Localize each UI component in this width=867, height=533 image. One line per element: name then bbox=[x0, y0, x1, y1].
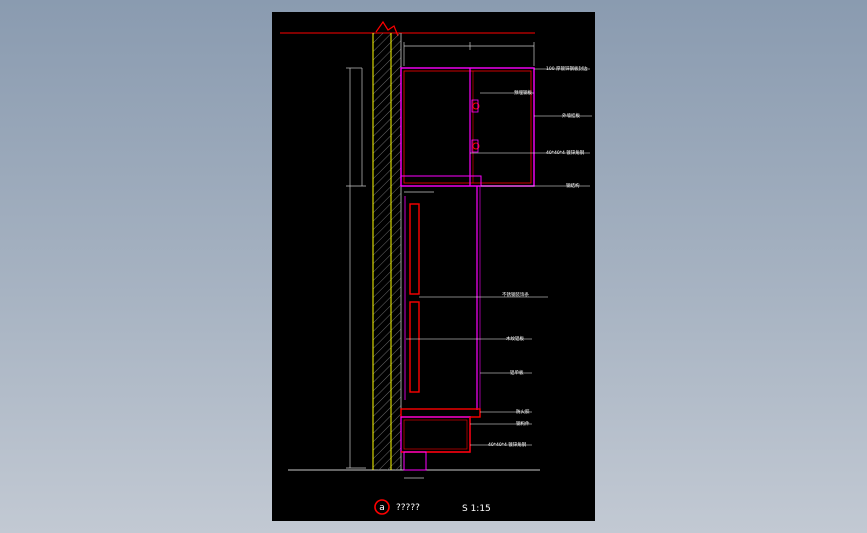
break-symbol bbox=[375, 20, 399, 37]
anchor-bolt-1 bbox=[472, 102, 480, 110]
drawing-sheet bbox=[272, 12, 595, 521]
upper-box-outer bbox=[400, 67, 535, 187]
annotation-label: 铝单板 bbox=[510, 369, 524, 376]
concrete-wall bbox=[373, 33, 401, 470]
upper-box-inner bbox=[403, 70, 532, 184]
lower-box bbox=[400, 416, 471, 453]
upper-box-base bbox=[400, 175, 482, 187]
annotation-label: 100 厚镀锌钢板封边 bbox=[546, 65, 588, 72]
base-foot bbox=[403, 451, 427, 471]
decor-strip-bottom bbox=[409, 301, 420, 393]
title-marker-circle bbox=[374, 499, 390, 515]
lower-box-cap bbox=[400, 408, 481, 418]
annotation-label: 外墙挂板 bbox=[562, 112, 580, 119]
lower-box-inner bbox=[403, 419, 468, 450]
annotation-label: 木纹铝板 bbox=[506, 335, 524, 342]
title-marker-letter: a bbox=[379, 503, 385, 513]
annotation-label: 预埋钢板 bbox=[514, 89, 532, 96]
annotation-label: 40*40*4 镀锌角钢 bbox=[546, 149, 585, 156]
decor-strip-top bbox=[409, 203, 420, 295]
drawing-scale: S 1:15 bbox=[462, 504, 491, 514]
annotation-label: 40*40*4 镀锌角钢 bbox=[488, 441, 527, 448]
annotation-label: 钢结构 bbox=[566, 182, 580, 189]
annotation-label: 不锈钢装饰条 bbox=[502, 291, 529, 298]
bracket-2 bbox=[471, 139, 479, 153]
lower-angle bbox=[401, 417, 471, 453]
drawing-title: ????? bbox=[396, 503, 420, 513]
leader-lines bbox=[406, 68, 592, 446]
annotation-label: 防火胶 bbox=[516, 408, 530, 415]
anchor-bolt-2 bbox=[472, 142, 480, 150]
annotation-label: 钢构件 bbox=[516, 420, 530, 427]
bracket-1 bbox=[471, 99, 479, 113]
